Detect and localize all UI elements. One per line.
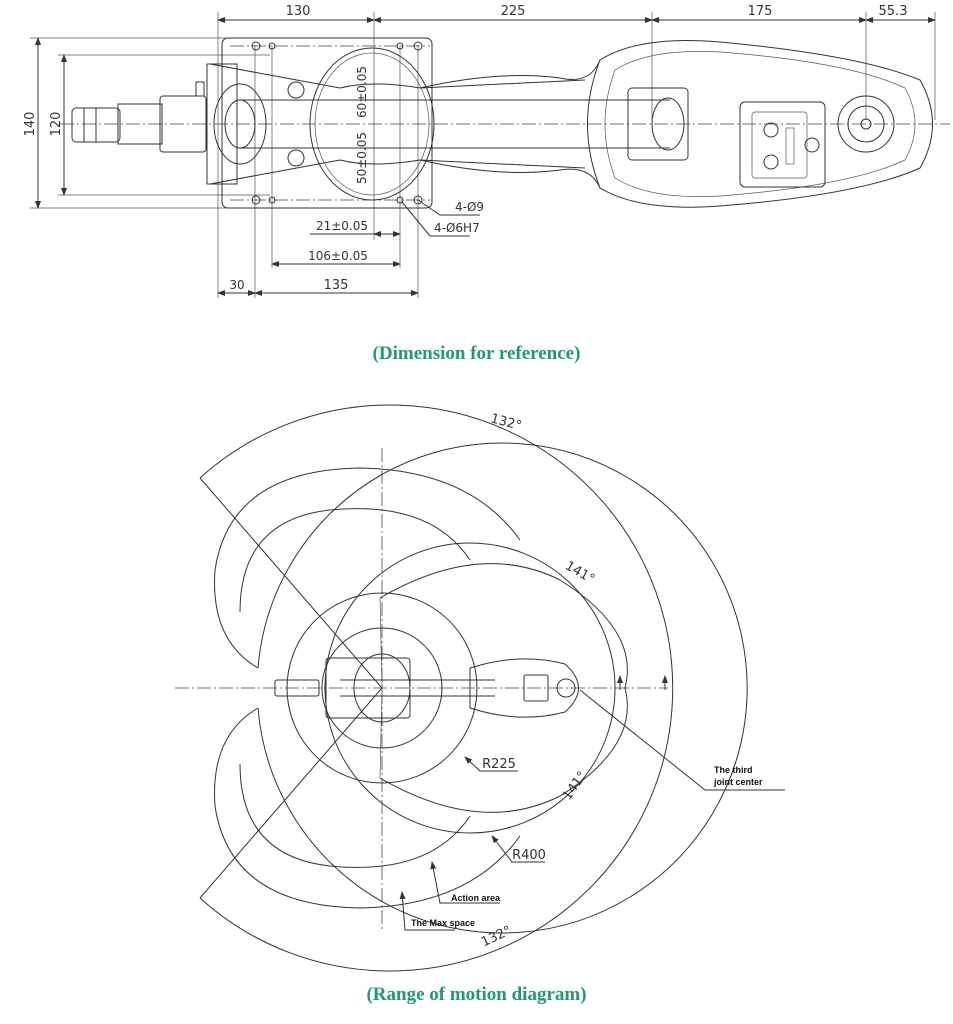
label-action-area: Action area (451, 893, 501, 903)
label-max-space: The Max space (411, 918, 475, 928)
dim-55-3: 55.3 (879, 4, 908, 19)
label-third-joint-1: The third (714, 765, 753, 775)
label-third-joint-2: joint center (713, 777, 763, 787)
dim-60: 60±0.05 (355, 66, 369, 118)
dim-21: 21±0.05 (316, 219, 368, 233)
dim-50: 50±0.05 (355, 132, 369, 184)
dim-106: 106±0.05 (308, 249, 368, 263)
callout-4-d6h7: 4-Ø6H7 (434, 221, 480, 235)
dim-120: 120 (49, 112, 64, 137)
callout-4-d9: 4-Ø9 (455, 200, 484, 214)
caption-dimension: (Dimension for reference) (372, 343, 581, 364)
caption-range-of-motion: (Range of motion diagram) (366, 984, 587, 1005)
angle-141-bottom: 141° (560, 769, 590, 803)
dim-225: 225 (501, 4, 526, 19)
dim-130: 130 (286, 4, 311, 19)
dim-135: 135 (324, 278, 349, 293)
angle-141-top: 141° (562, 559, 597, 588)
top-view-drawing: 130 225 175 55.3 140 120 60±0.05 50±0.05… (23, 4, 950, 298)
dim-140: 140 (23, 112, 38, 137)
dim-175: 175 (748, 4, 773, 19)
radius-r225: R225 (482, 757, 516, 772)
radius-r400: R400 (512, 848, 546, 863)
angle-132-bottom: 132° (479, 923, 514, 950)
range-of-motion-drawing: 132° 141° 141° 132° R225 R400 The third … (175, 404, 785, 972)
dim-30: 30 (229, 278, 244, 292)
angle-132-top: 132° (489, 411, 523, 434)
